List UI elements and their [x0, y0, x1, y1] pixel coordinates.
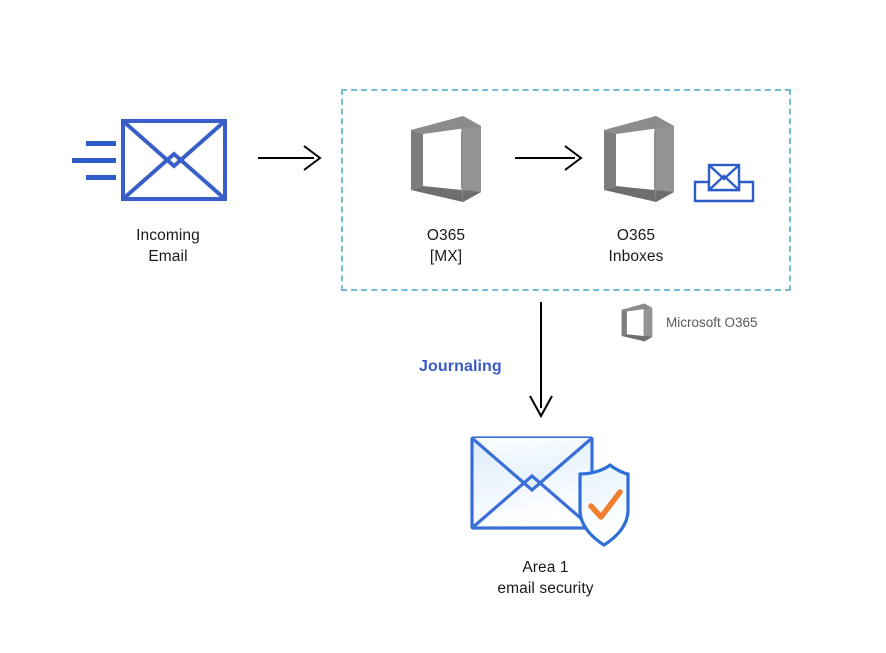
o365-inboxes-label: O365 Inboxes: [608, 227, 664, 265]
o365-inboxes-node: [598, 108, 680, 208]
o365-boundary-box: [341, 89, 791, 291]
arrow-down-icon: [529, 302, 553, 419]
o365-top-face: [621, 303, 653, 312]
secure-envelope-flap-fill: [472, 438, 592, 490]
o365-door-opening: [429, 134, 461, 186]
motion-line-middle: [72, 158, 116, 163]
o365-left-face: [604, 130, 616, 190]
office365-icon: [621, 303, 653, 342]
o365-door-edge: [654, 116, 656, 202]
arrow-head: [529, 395, 553, 419]
connector-inboxes-to-area1: [523, 300, 559, 420]
office365-icon: [411, 116, 481, 202]
connector-mx-to-inboxes: [513, 140, 589, 176]
o365-right-face: [656, 116, 674, 202]
legend-o365-icon-wrap: [619, 300, 655, 344]
o365-top-face: [411, 116, 481, 134]
security-shield: [578, 463, 630, 547]
area1-email-security-node: [468, 432, 632, 550]
o365-door-opening: [622, 134, 654, 186]
office365-icon: [604, 116, 674, 202]
secure-envelope-flap: [470, 436, 594, 493]
inbox-tray-envelope-icon: [693, 163, 755, 203]
o365-left-face: [411, 130, 423, 190]
area1-email-security-label: Area 1 email security: [497, 559, 594, 597]
incoming-email-label: Incoming Email: [136, 227, 200, 265]
envelope-flap: [121, 119, 227, 169]
envelope-fold: [121, 151, 227, 201]
o365-door-opening: [629, 311, 644, 335]
o365-door-edge: [643, 303, 645, 342]
arrow-head: [303, 145, 322, 171]
arrow-right-icon: [258, 145, 322, 171]
arrow-head: [564, 145, 583, 171]
journaling-label: Journaling: [419, 358, 502, 375]
secure-envelope-fold: [470, 473, 594, 530]
o365-mx-label: O365 [MX]: [426, 227, 466, 265]
o365-top-face: [604, 116, 674, 134]
envelope-icon: [72, 119, 227, 201]
o365-bottom-face: [604, 186, 674, 202]
connector-incoming-to-mx: [256, 140, 326, 176]
tray-envelope-flap: [708, 164, 740, 181]
shielded-envelope-icon: [470, 436, 630, 547]
incoming-email-node: [70, 115, 230, 215]
o365-door-edge: [461, 116, 463, 202]
motion-line-bottom: [86, 175, 116, 180]
inbox-tray-node: [692, 160, 756, 208]
legend-label: Microsoft O365: [666, 315, 758, 330]
o365-right-face: [463, 116, 481, 202]
motion-line-top: [86, 141, 116, 146]
arrow-right-icon: [515, 145, 583, 171]
o365-left-face: [621, 309, 627, 337]
tray-envelope-fold: [708, 174, 740, 191]
checkmark-icon: [588, 489, 623, 520]
o365-right-face: [644, 303, 653, 342]
o365-bottom-face: [411, 186, 481, 202]
o365-mx-node: [405, 108, 487, 208]
o365-bottom-face: [621, 334, 653, 342]
